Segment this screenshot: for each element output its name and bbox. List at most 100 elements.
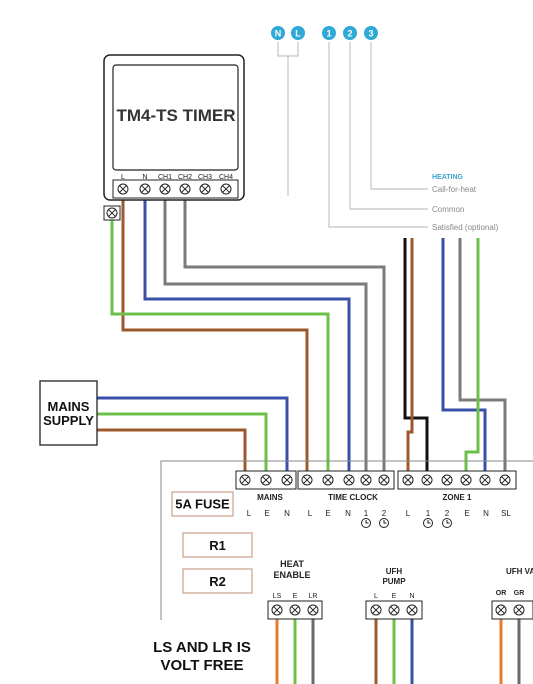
clock-icon	[423, 518, 433, 528]
time-clock-term-e: E	[325, 509, 330, 518]
wire-zone-blue	[441, 238, 487, 478]
wire-timer-neutral	[143, 190, 351, 478]
terminal-screw	[343, 474, 355, 486]
footnote-line-2: VOLT FREE	[160, 657, 243, 674]
ufh-pump-label-2: PUMP	[382, 577, 406, 586]
wire-supply-earth	[97, 412, 268, 478]
relay-r2-label: R2	[209, 574, 226, 589]
wire-zone-grey	[458, 238, 507, 478]
terminal-screws	[106, 183, 525, 616]
wire-supply-live	[97, 428, 247, 478]
ufh-pump-term-e: E	[392, 593, 397, 600]
wire-zone-black	[403, 238, 429, 478]
terminal-screw	[289, 604, 301, 616]
terminal-screw	[322, 474, 334, 486]
mains-supply-box: MAINS SUPPLY	[39, 380, 98, 446]
time-clock-term-l: L	[308, 509, 313, 518]
mains-term-e: E	[264, 509, 269, 518]
clock-icon	[379, 518, 389, 528]
zone1-terminal-strip	[397, 470, 517, 490]
mains-block-label: MAINS	[257, 493, 283, 502]
terminal-screw	[199, 183, 211, 195]
legend-satisfied: Satisfied (optional)	[432, 223, 499, 232]
terminal-screw	[499, 474, 511, 486]
badge-2-label: 2	[347, 29, 352, 39]
heat-enable-term-lr: LR	[309, 593, 318, 600]
mains-supply-label-1: MAINS	[48, 399, 90, 414]
badge-l-label: L	[295, 29, 301, 39]
timer-term-ch2-label: CH2	[178, 174, 192, 181]
terminal-badges: N L 1 2 3	[271, 26, 378, 40]
badge-1	[322, 26, 336, 40]
terminal-screw	[495, 604, 507, 616]
terminal-screw	[139, 183, 151, 195]
clock-icons	[361, 518, 452, 528]
clock-icon	[442, 518, 452, 528]
legend-heading: HEATING	[432, 174, 464, 181]
wire-supply-neutral	[97, 396, 289, 478]
zone1-term-2: 2	[445, 509, 450, 518]
terminal-screw	[117, 183, 129, 195]
terminal-screw	[271, 604, 283, 616]
relay-r1-box	[182, 532, 253, 558]
badge-3-label: 3	[368, 29, 373, 39]
timer-term-n-label: N	[142, 174, 147, 181]
terminal-screw	[307, 604, 319, 616]
ufh-valve-label: UFH VA	[506, 567, 533, 576]
terminal-screw	[179, 183, 191, 195]
badge-2	[343, 26, 357, 40]
timer-terminal-strip	[112, 179, 239, 199]
time-clock-term-1: 1	[364, 509, 369, 518]
wire-timer-earth	[110, 218, 330, 478]
mains-term-n: N	[284, 509, 290, 518]
badge-n	[271, 26, 285, 40]
zone1-block-label: ZONE 1	[443, 493, 472, 502]
legend-call-for-heat: Call-for-heat	[432, 185, 477, 194]
badge-3	[364, 26, 378, 40]
legend-leaders	[277, 42, 428, 228]
timer-term-ch3-label: CH3	[198, 174, 212, 181]
terminal-screw	[378, 474, 390, 486]
legend-common: Common	[432, 205, 464, 214]
terminal-screw	[441, 474, 453, 486]
ufh-pump-term-n: N	[409, 593, 414, 600]
wire-zone-green	[464, 238, 480, 478]
fuse-label: 5A FUSE	[175, 497, 230, 512]
timer-term-ch1-label: CH1	[158, 174, 172, 181]
terminal-screw	[479, 474, 491, 486]
terminal-screw	[370, 604, 382, 616]
timer-display	[112, 64, 239, 171]
wires	[97, 190, 521, 684]
control-board-outline	[160, 460, 533, 620]
terminal-screw	[513, 604, 525, 616]
badge-1-label: 1	[326, 29, 331, 39]
ufh-pump-label-1: UFH	[386, 567, 403, 576]
terminal-screw	[106, 207, 118, 219]
terminal-screw	[360, 474, 372, 486]
wire-timer-ch1	[163, 190, 368, 478]
zone1-term-1: 1	[426, 509, 431, 518]
zone1-term-sl: SL	[501, 509, 511, 518]
terminal-screw	[260, 474, 272, 486]
wire-timer-live	[121, 190, 309, 478]
clock-icon	[361, 518, 371, 528]
zone1-term-l: L	[406, 509, 411, 518]
heat-enable-label-2: ENABLE	[273, 570, 310, 580]
terminal-screw	[239, 474, 251, 486]
wire-timer-ch2	[183, 190, 386, 478]
badge-n-label: N	[275, 29, 282, 39]
timer-unit: TM4-TS TIMER L N CH1 CH2 CH3 CH4	[103, 54, 245, 221]
terminal-screw	[220, 183, 232, 195]
heat-enable-label-1: HEAT	[280, 559, 304, 569]
ufh-pump-term-l: L	[374, 593, 378, 600]
heat-enable-term-e: E	[293, 593, 298, 600]
terminal-screw	[460, 474, 472, 486]
mains-supply-label-2: SUPPLY	[43, 413, 94, 428]
timer-term-l-label: L	[121, 174, 125, 181]
timer-term-ch4-label: CH4	[219, 174, 233, 181]
ufh-valve-term-or: OR	[496, 590, 507, 597]
fuse-box	[171, 491, 234, 517]
zone1-term-e: E	[464, 509, 469, 518]
zone1-term-n: N	[483, 509, 489, 518]
